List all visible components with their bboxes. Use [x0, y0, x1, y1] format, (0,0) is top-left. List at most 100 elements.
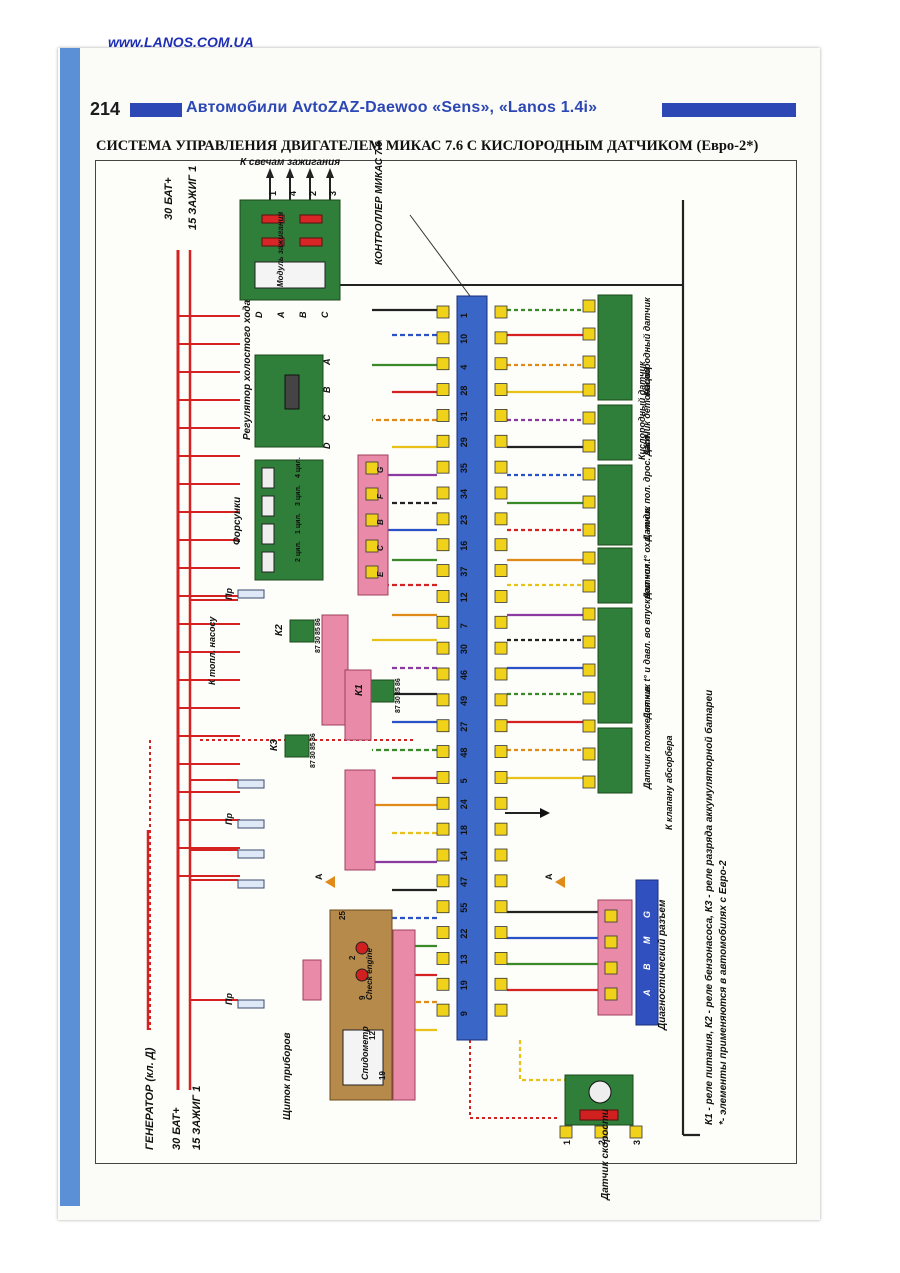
injector-connector-pin [365, 513, 379, 527]
wires-layer [146, 174, 700, 1137]
header-bar-left [130, 103, 182, 117]
fuse [237, 819, 265, 829]
ecu-pin-left [436, 822, 450, 836]
arrow-a-left [325, 876, 335, 888]
ecu-pin-right [494, 796, 508, 810]
arrow-a-right [555, 876, 565, 888]
injector [261, 523, 275, 545]
ecu-pin-number: 10 [459, 334, 469, 344]
rail-label-30-bat: 30 БАТ+ [163, 177, 175, 220]
relay-pin: 30 [315, 636, 322, 644]
injector-connector-pin [365, 487, 379, 501]
ecu-pin-right [494, 848, 508, 862]
sensor-label: Датчик t° охл. жидк. [642, 507, 652, 600]
ecu-pin-number: 28 [459, 386, 469, 396]
spark-plug-number: 2 [308, 191, 318, 196]
ecu-pin-left [436, 564, 450, 577]
injector-connector-pin-label: F [376, 493, 385, 499]
dashboard-small-connector [302, 959, 322, 1001]
page-title: Автомобили AvtoZAZ-Daewoo «Sens», «Lanos… [186, 99, 598, 116]
ecu-pin-left [436, 383, 450, 396]
relay-pin: 30 [310, 751, 317, 759]
relay-label: К2 [274, 624, 285, 636]
injector-connector-pin-label: C [376, 545, 385, 551]
ecu-pin-left [436, 977, 450, 991]
relay-pin: 85 [310, 742, 317, 750]
ecu-pin-right [494, 771, 508, 784]
dashboard-label: Щиток приборов [281, 1032, 293, 1120]
ignition-coil [299, 214, 323, 224]
diag-connector-pin [604, 961, 618, 975]
ecu-pin-right [494, 719, 508, 733]
fuse-label: Пр [224, 588, 234, 600]
ecu-pin-right [494, 745, 508, 758]
ecu-pin-right [494, 822, 508, 836]
ecu-pin-left [436, 874, 450, 888]
ignition-coil [261, 237, 285, 247]
sensor [597, 727, 633, 794]
sensor [597, 294, 633, 401]
sensor-label: Датчик положения к.в. [642, 684, 652, 790]
sensor-connector-pin [582, 383, 596, 397]
speed-sensor-pin [594, 1125, 608, 1139]
oxygen-sensor-label: Кислородный датчик [637, 361, 647, 460]
ecu-pin-number: 48 [459, 748, 469, 758]
ecu-pin-number: 18 [459, 825, 469, 835]
ecu-pin-number: 35 [459, 463, 469, 473]
ecu-pin-right [494, 874, 508, 888]
speedometer-label: Спидометр [360, 1026, 370, 1080]
injector-connector-pin-label: G [376, 467, 385, 473]
relay-pin: 85 [395, 687, 402, 695]
ignition-module-pin: A [276, 312, 286, 320]
injector-cylinder-label: 1 цил. [295, 513, 302, 534]
ecu-pin-number: 14 [459, 851, 469, 861]
ecu-pin-left [436, 434, 450, 448]
sensor [597, 607, 633, 724]
ecu-pin-right [494, 667, 508, 681]
sensor-connector-pin [582, 299, 596, 313]
check-engine-label: Check engine [365, 947, 374, 1000]
dashboard-pin: 2 [348, 955, 357, 960]
ecu-pin-left [436, 512, 450, 526]
section-title: СИСТЕМА УПРАВЛЕНИЯ ДВИГАТЕЛЕМ МИКАС 7.6 … [96, 138, 759, 154]
relay-label: К1 [354, 684, 365, 696]
sensor-connector-pin [582, 523, 596, 537]
ecu-pin-right [494, 434, 508, 448]
sensor-connector-pin [582, 411, 596, 425]
diag-pin-label: G [642, 911, 652, 918]
speed-sensor-pin-label: 2 [597, 1140, 607, 1145]
relay-pin: 85 [315, 627, 322, 635]
relay-label: К3 [269, 739, 280, 751]
ecu-pin-right [494, 331, 508, 345]
diag-pin-label: M [642, 936, 652, 944]
ecu-pin-number: 13 [459, 954, 469, 964]
site-link[interactable]: www.LANOS.COM.UA [108, 34, 254, 50]
ecu-pin-number: 9 [459, 1011, 469, 1016]
sensor-label: Кислородный датчик [642, 297, 652, 396]
ecu-pin-number: 49 [459, 696, 469, 706]
sensor-connector-pin [582, 747, 596, 761]
check-engine-lamp [355, 941, 369, 955]
ecu-pin-right [494, 383, 508, 396]
injector [261, 495, 275, 517]
spark-plug-arrow [286, 168, 294, 178]
relay-connector-k2 [321, 614, 349, 726]
fuse-label: Пр [224, 993, 234, 1005]
sensor-connector-pin [582, 775, 596, 789]
ecu-pin-number: 31 [459, 411, 469, 421]
ignition-coil [299, 237, 323, 247]
rail-label-30-bat-bottom: 30 БАТ+ [171, 1107, 183, 1150]
idle-regulator-pin: C [322, 414, 332, 421]
absorber-arrow [540, 808, 550, 818]
relay [289, 619, 315, 643]
arrow-a-label: A [544, 873, 554, 880]
injector-connector-pin [365, 565, 379, 579]
relay [284, 734, 310, 758]
footnote-2: *- элементы применяются в автомобилях с … [717, 860, 729, 1125]
speed-sensor-resistor [579, 1109, 619, 1121]
speed-sensor-pin-label: 3 [632, 1140, 642, 1145]
footnote-1: К1 - реле питания, К2 - реле бензонасоса… [703, 690, 715, 1125]
idle-regulator-pin: B [322, 386, 332, 393]
dashboard-pin: 25 [338, 911, 347, 920]
fuse [237, 849, 265, 859]
